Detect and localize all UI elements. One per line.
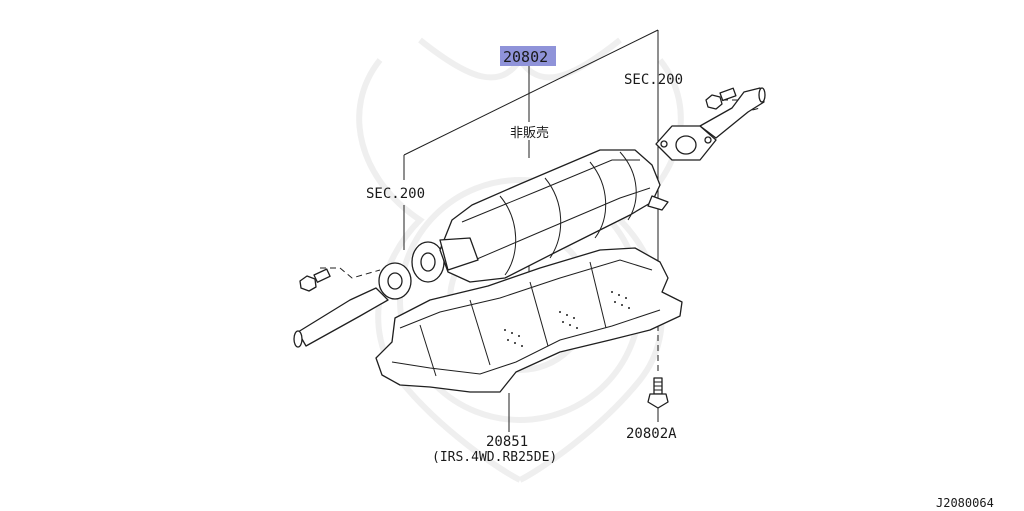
bolt-right — [705, 87, 737, 110]
cover-application-note: (IRS.4WD.RB25DE) — [432, 450, 557, 465]
section-ref-left[interactable]: SEC.200 — [366, 186, 425, 202]
leader-lines — [320, 29, 761, 432]
front-exhaust-pipe — [293, 262, 412, 348]
mounting-bolt — [647, 377, 669, 409]
not-for-sale-label: 非販売 — [510, 125, 549, 141]
shield-perforation — [504, 291, 630, 347]
part-number-main[interactable]: 20802 — [503, 48, 548, 66]
section-ref-top[interactable]: SEC.200 — [624, 72, 683, 88]
part-number-cover[interactable]: 20851 — [486, 434, 528, 450]
heat-shield-cover — [375, 247, 683, 393]
part-highlight — [500, 46, 556, 66]
gasket-left — [411, 241, 445, 283]
part-number-bolt[interactable]: 20802A — [626, 426, 677, 442]
flange-right — [655, 125, 717, 161]
bolt-left — [299, 268, 331, 292]
catalytic-converter — [439, 149, 669, 283]
rear-exhaust-pipe — [699, 87, 766, 139]
figure-id: J2080064 — [936, 496, 994, 510]
